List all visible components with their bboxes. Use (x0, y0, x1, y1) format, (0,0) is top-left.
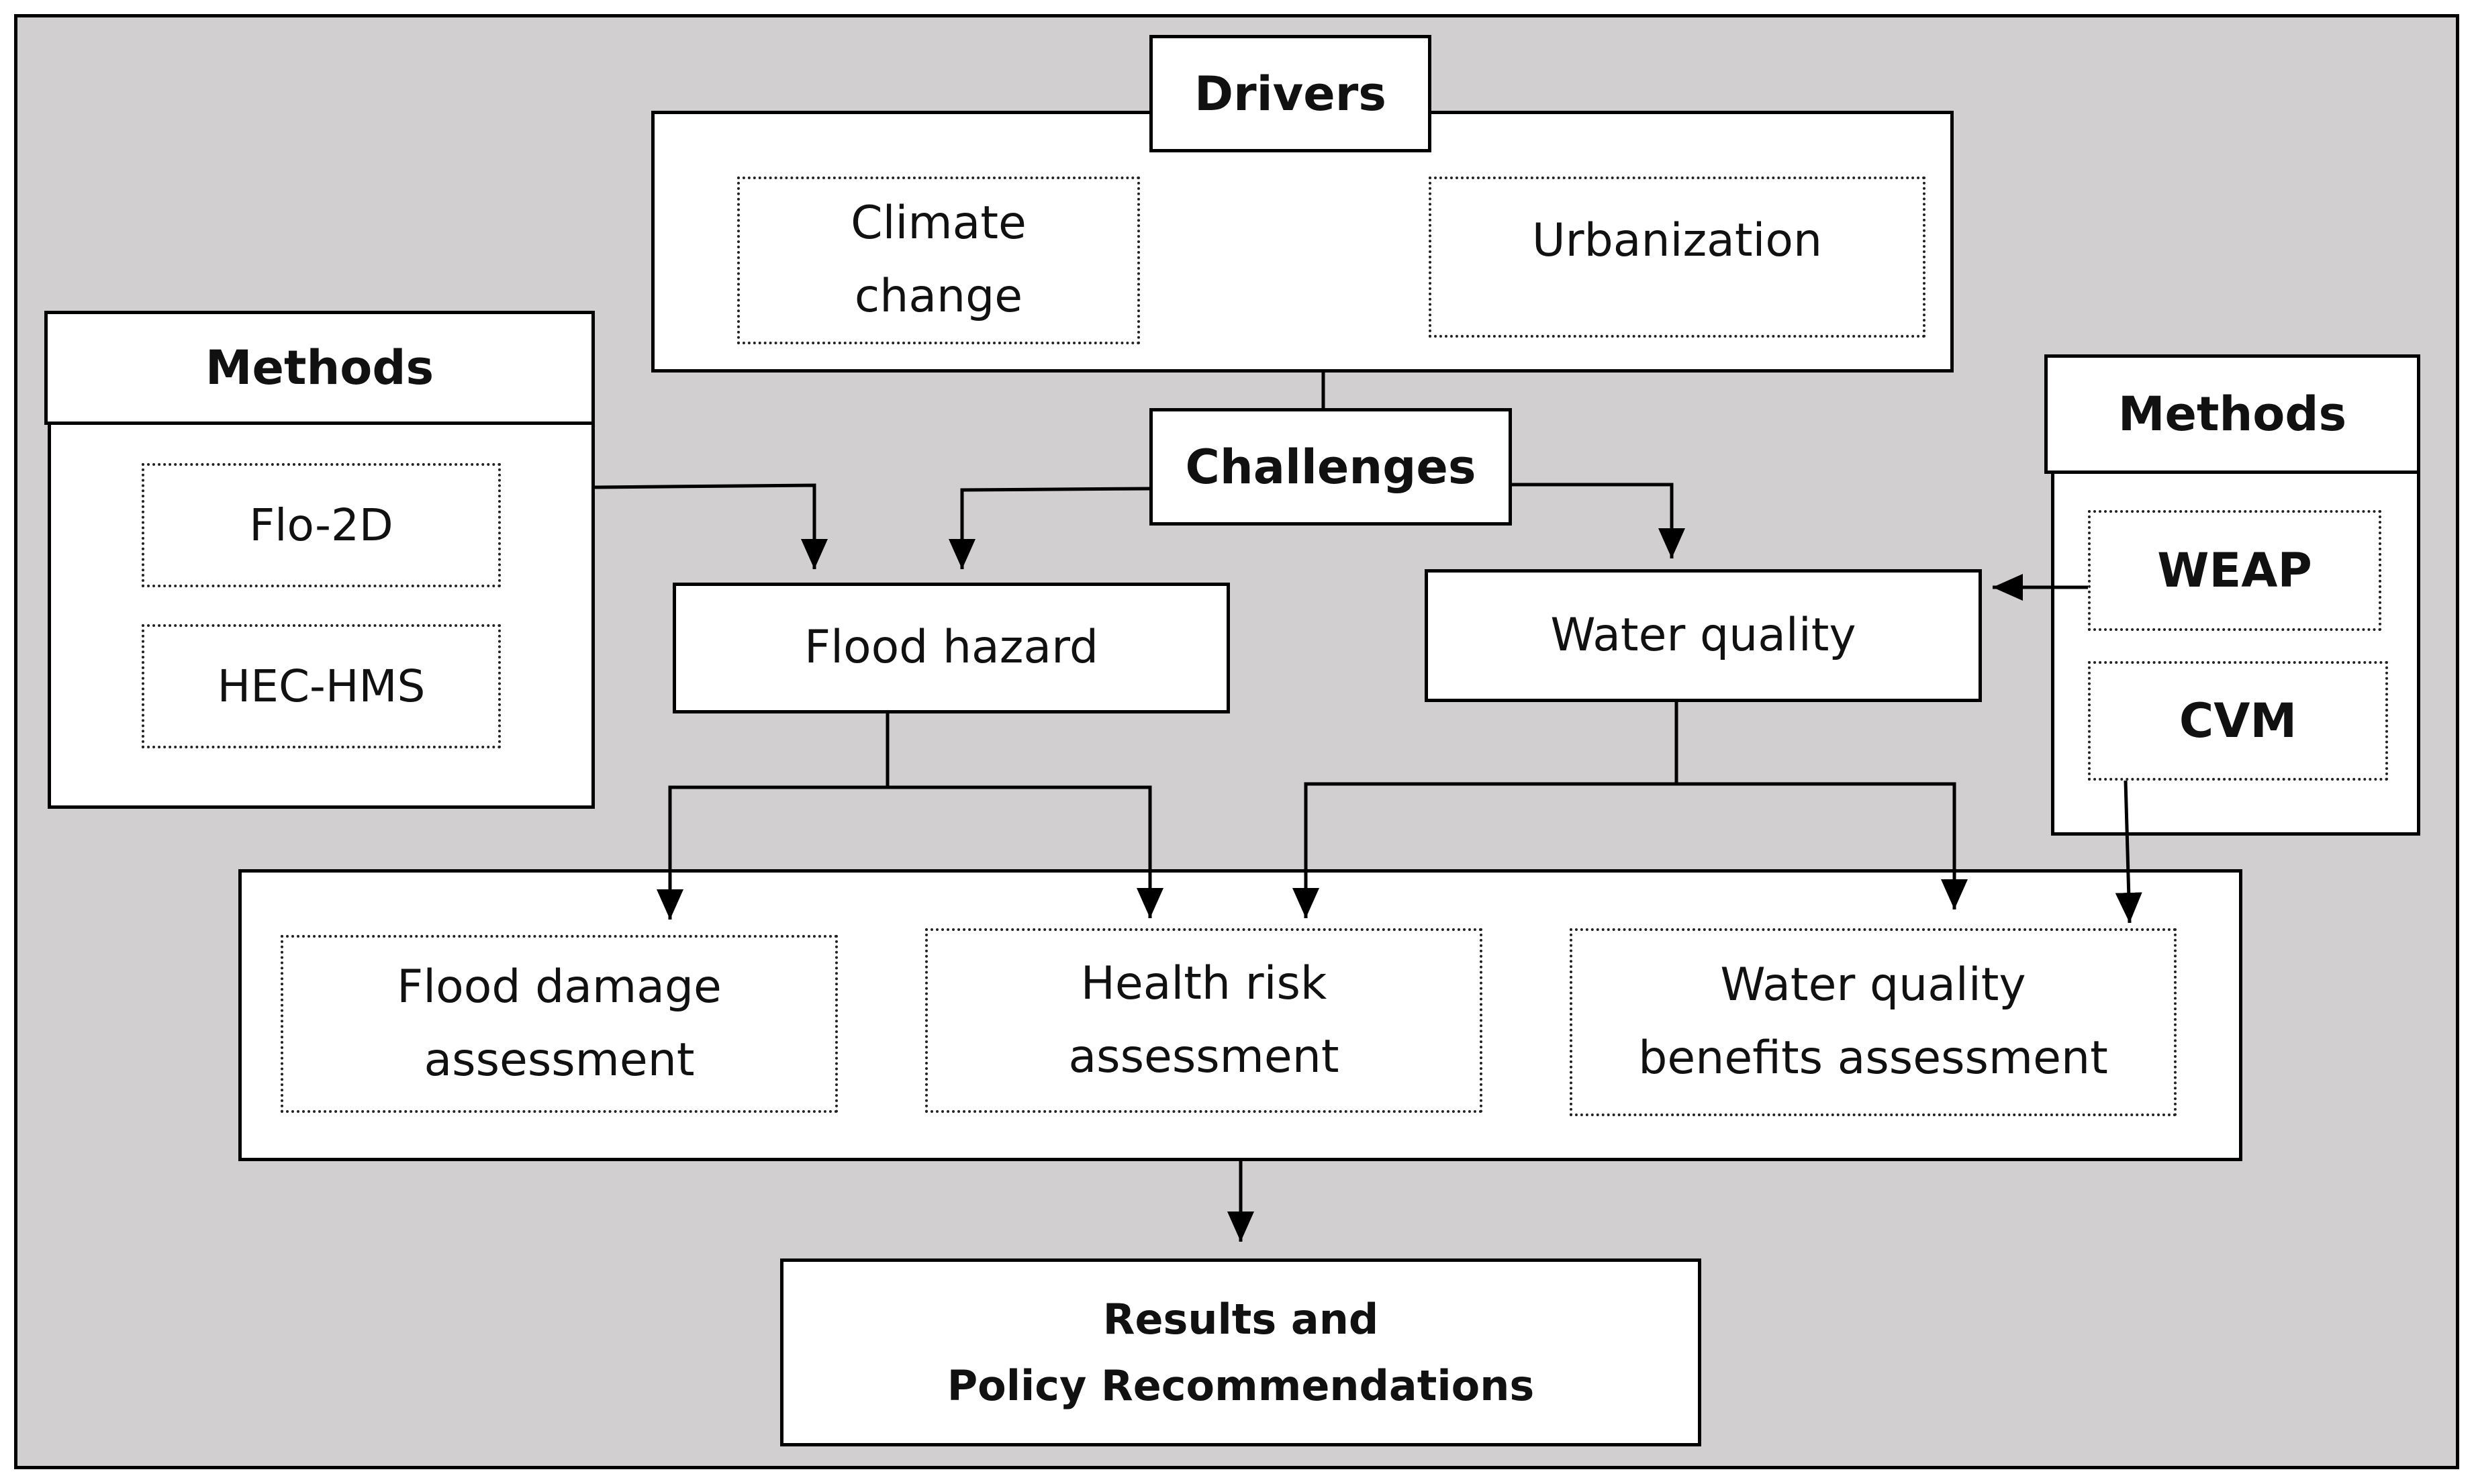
assessment-water-quality-benefits: Water quality benefits assessment (1570, 928, 2177, 1116)
flood-hazard-box: Flood hazard (673, 583, 1230, 713)
driver-urbanization-label: Urbanization (1531, 214, 1823, 267)
method-flo2d: Flo-2D (142, 463, 501, 587)
drivers-title-text: Drivers (1194, 66, 1386, 121)
flood-hazard-label: Flood hazard (804, 621, 1099, 675)
driver-urbanization: Urbanization (1429, 177, 1925, 338)
challenges-to-flood-hazard-arrow (949, 487, 1150, 569)
method-flo2d-label: Flo-2D (249, 499, 393, 551)
driver-climate-change: Climate change (737, 177, 1140, 344)
method-cvm: CVM (2088, 661, 2388, 781)
water-quality-to-benefits-arrow (1676, 782, 1968, 909)
challenges-title-text: Challenges (1185, 439, 1476, 495)
results-box: Results and Policy Recommendations (780, 1258, 1701, 1446)
methods-left-title: Methods (44, 311, 595, 425)
cvm-to-benefits-arrow (2115, 780, 2142, 924)
methods-right-title: Methods (2044, 354, 2420, 474)
method-weap-label: WEAP (2157, 543, 2312, 598)
method-hec-hms: HEC-HMS (142, 624, 501, 748)
assessment-flood-damage-label: Flood damage assessment (397, 960, 722, 1087)
method-hec-hms-label: HEC-HMS (217, 660, 426, 712)
assessment-health-risk: Health risk assessment (925, 928, 1482, 1113)
method-weap: WEAP (2088, 510, 2381, 631)
water-quality-box: Water quality (1425, 569, 1982, 702)
method-cvm-label: CVM (2179, 693, 2297, 748)
drivers-title: Drivers (1149, 35, 1431, 152)
methods-right-title-text: Methods (2117, 387, 2347, 442)
assessment-water-quality-benefits-label: Water quality benefits assessment (1638, 958, 2108, 1085)
water-quality-to-health-arrow (1292, 782, 1676, 918)
methods-left-to-flood-hazard-arrow (594, 483, 828, 569)
assessment-health-risk-label: Health risk assessment (1068, 956, 1339, 1083)
challenges-title: Challenges (1149, 408, 1512, 526)
results-label: Results and Policy Recommendations (947, 1294, 1535, 1410)
water-quality-label: Water quality (1550, 608, 1856, 662)
assessment-flood-damage: Flood damage assessment (281, 935, 838, 1113)
driver-climate-change-label: Climate change (851, 197, 1027, 323)
challenges-to-water-quality-arrow (1512, 483, 1685, 558)
flood-hazard-to-health-arrow (888, 785, 1163, 918)
methods-left-title-text: Methods (205, 340, 434, 395)
flood-hazard-to-damage-arrow (657, 785, 888, 920)
